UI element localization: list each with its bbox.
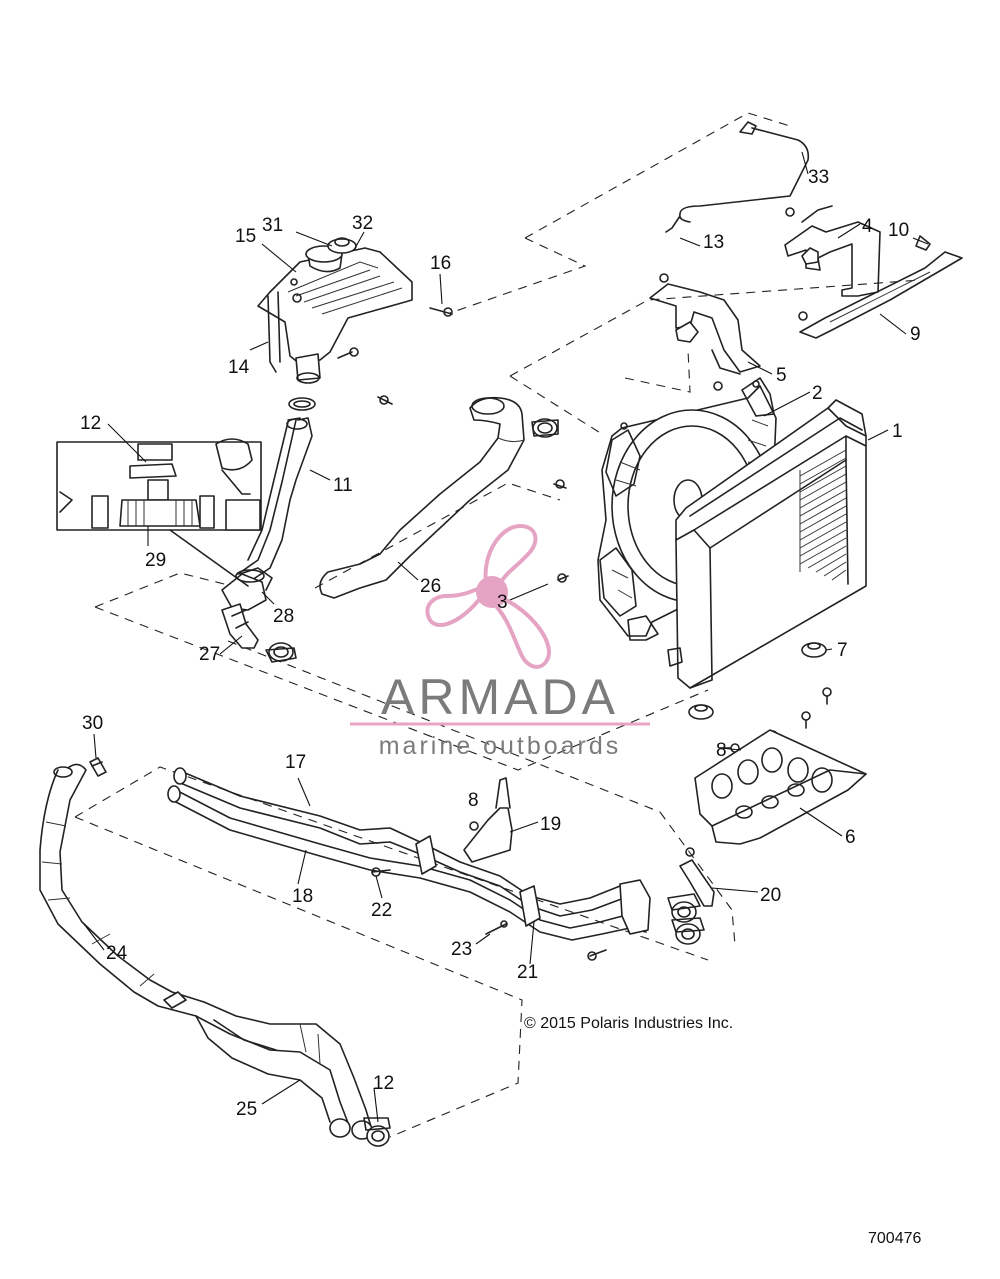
callout-7: 7 xyxy=(837,640,848,661)
callout-8: 8 xyxy=(716,740,727,761)
bracket-5 xyxy=(649,273,761,391)
callout-11: 11 xyxy=(333,475,353,496)
radiator-core-fins xyxy=(799,449,847,581)
hose-25 xyxy=(195,1001,373,1140)
bracket-4 xyxy=(784,205,881,297)
callout-16: 16 xyxy=(430,253,451,274)
callout-29: 29 xyxy=(145,550,166,571)
callout-5: 5 xyxy=(776,365,787,386)
clamp-27 xyxy=(265,642,297,663)
bracket-19 xyxy=(463,777,513,863)
callout-2: 2 xyxy=(812,383,823,404)
propeller-logo xyxy=(425,523,551,669)
callout-8-upper: 8 xyxy=(468,790,479,811)
propeller-blade-top xyxy=(483,523,538,586)
callout-19: 19 xyxy=(540,814,561,835)
leader-lines xyxy=(83,151,929,1123)
bracket-6 xyxy=(694,729,867,845)
grommet-lower xyxy=(688,704,714,720)
callout-labels: 1 2 3 4 5 6 7 8 8 9 10 11 12 12 13 14 15… xyxy=(80,167,921,1120)
clamp-12-lower xyxy=(363,1117,391,1147)
panel-9 xyxy=(798,235,963,339)
callout-20: 20 xyxy=(760,885,781,906)
callout-10: 10 xyxy=(888,220,909,241)
propeller-blade-left xyxy=(425,585,485,627)
callout-4: 4 xyxy=(862,216,873,237)
callout-27: 27 xyxy=(199,644,220,665)
watermark-title: ARMADA xyxy=(381,669,619,725)
callout-14: 14 xyxy=(228,357,250,378)
clamp-15 xyxy=(290,278,302,303)
fasteners-22-23 xyxy=(371,867,607,961)
vent-hose-33 xyxy=(665,121,810,233)
callout-9: 9 xyxy=(910,324,921,345)
callout-25: 25 xyxy=(236,1099,257,1120)
callout-31: 31 xyxy=(262,215,283,236)
callout-15: 15 xyxy=(235,226,256,247)
callout-1: 1 xyxy=(892,421,903,442)
callout-22: 22 xyxy=(371,900,392,921)
clamp-30 xyxy=(89,757,107,777)
callout-33: 33 xyxy=(808,167,829,188)
hose-27 xyxy=(221,603,259,649)
callout-30: 30 xyxy=(82,713,103,734)
hose-24 xyxy=(39,763,205,1017)
figure-number: 700476 xyxy=(868,1230,921,1247)
callout-12-inset: 12 xyxy=(80,413,101,434)
tubes-17-18 xyxy=(167,767,651,941)
hose-26 xyxy=(319,396,525,599)
tee-fitting-29 xyxy=(221,567,273,611)
callout-28: 28 xyxy=(273,606,294,627)
propeller-blade-right xyxy=(493,595,551,669)
clamp-26 xyxy=(531,418,559,438)
hose-11 xyxy=(237,397,316,581)
callout-12-lower: 12 xyxy=(373,1073,394,1094)
loose-fasteners xyxy=(377,395,569,583)
fasteners-8 xyxy=(719,687,832,753)
callout-6: 6 xyxy=(845,827,856,848)
callout-3: 3 xyxy=(497,592,508,613)
bracket-20 xyxy=(679,847,715,907)
watermark-subtitle: marine outboards xyxy=(379,732,622,760)
callout-13: 13 xyxy=(703,232,724,253)
callout-17: 17 xyxy=(285,752,306,773)
radiator-1 xyxy=(667,399,867,689)
copyright-notice: © 2015 Polaris Industries Inc. xyxy=(524,1015,733,1032)
callout-26: 26 xyxy=(420,576,441,597)
callout-24: 24 xyxy=(106,943,128,964)
callout-23: 23 xyxy=(451,939,472,960)
callout-21: 21 xyxy=(517,962,538,983)
callout-18: 18 xyxy=(292,886,313,907)
detail-inset-box xyxy=(56,438,262,587)
cap-31 xyxy=(327,237,357,254)
reservoir-32 xyxy=(257,245,453,384)
clamps-tube-ends xyxy=(667,893,705,945)
watermark: ARMADA marine outboards xyxy=(350,523,650,760)
propeller-hub xyxy=(476,576,508,608)
grommet-7 xyxy=(801,642,827,658)
callout-32: 32 xyxy=(352,213,373,234)
